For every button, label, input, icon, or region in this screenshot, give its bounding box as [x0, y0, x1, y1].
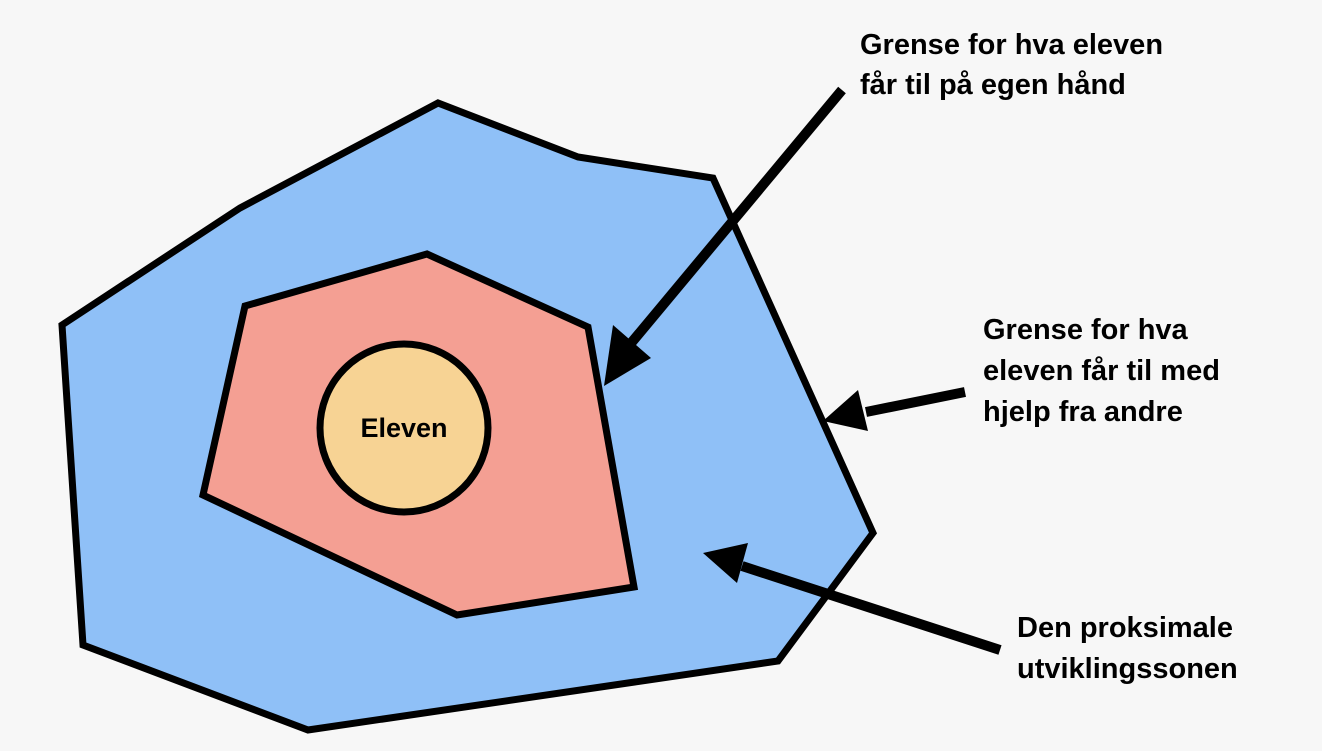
- arrow-zpd: [703, 543, 1002, 655]
- label-help-limit-line-1: Grense for hva: [983, 314, 1189, 346]
- label-zpd-line-2: utviklingssonen: [1017, 653, 1238, 685]
- label-own-limit-line-2: får til på egen hånd: [860, 69, 1126, 101]
- arrow-help-limit: [823, 387, 966, 431]
- label-zpd: Den proksimale utviklingssonen: [1017, 612, 1241, 685]
- student-label: Eleven: [360, 413, 447, 443]
- label-help-limit-line-2: eleven får til med: [983, 355, 1220, 387]
- label-help-limit-line-3: hjelp fra andre: [983, 396, 1183, 428]
- label-own-limit: Grense for hva eleven får til på egen hå…: [860, 29, 1171, 101]
- student-circle: [316, 340, 492, 516]
- label-help-limit: Grense for hva eleven får til med hjelp …: [983, 314, 1228, 428]
- label-own-limit-line-1: Grense for hva eleven: [860, 29, 1163, 61]
- label-zpd-line-1: Den proksimale: [1017, 612, 1233, 644]
- arrow-own-limit: [604, 86, 846, 386]
